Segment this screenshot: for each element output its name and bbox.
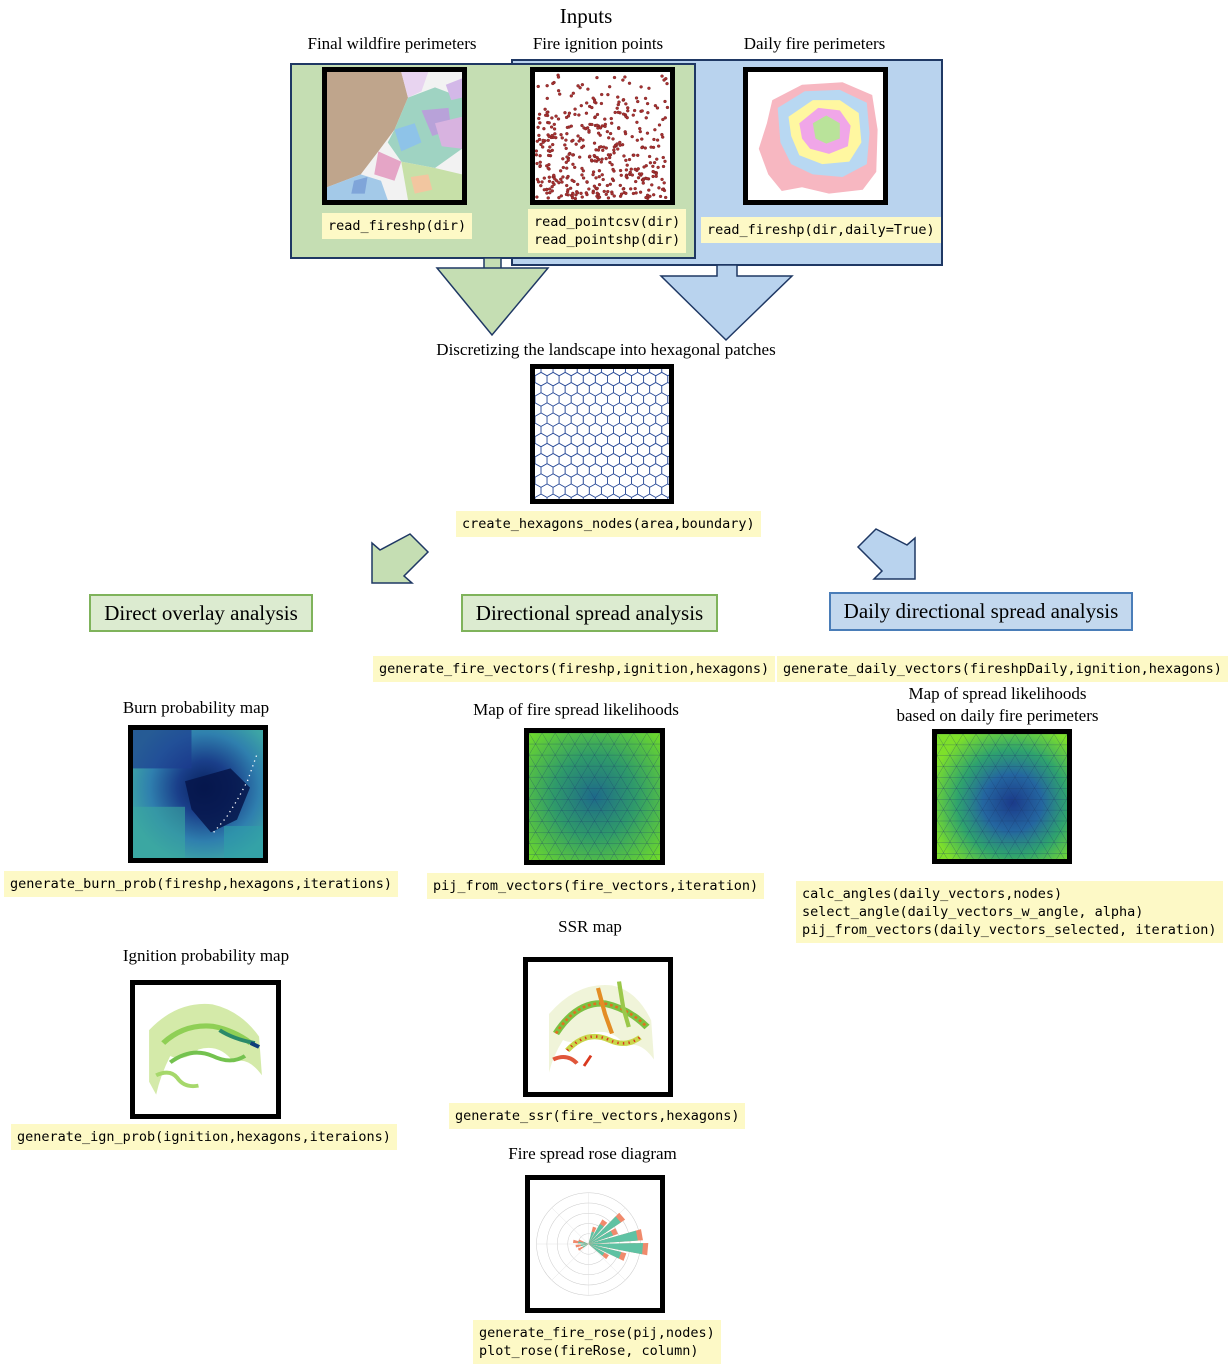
create-hexagons-code: create_hexagons_nodes(area,boundary) <box>456 511 761 537</box>
daily-perimeters-image <box>743 67 888 205</box>
ign-prob-label: Ignition probability map <box>122 946 290 965</box>
read-fireshp-daily-code: read_fireshp(dir,daily=True) <box>701 217 941 243</box>
ssr-map-label: SSR map <box>558 917 622 936</box>
hexagon-grid-image <box>530 364 674 504</box>
daily-angles-code: calc_angles(daily_vectors,nodes) select_… <box>796 881 1223 943</box>
rose-label: Fire spread rose diagram <box>508 1144 677 1163</box>
final-perimeters-label: Final wildfire perimeters <box>307 34 477 53</box>
ssr-code: generate_ssr(fire_vectors,hexagons) <box>449 1103 746 1129</box>
green-diagonal-arrow <box>371 533 430 584</box>
daily-perimeters-label: Daily fire perimeters <box>743 34 886 53</box>
daily-vectors-code: generate_daily_vectors(fireshpDaily,igni… <box>777 656 1228 682</box>
ignition-points-image <box>530 67 675 205</box>
blue-diagonal-arrow <box>856 528 916 580</box>
blue-down-arrow <box>659 264 794 342</box>
fire-vectors-code: generate_fire_vectors(fireshp,ignition,h… <box>373 656 776 682</box>
spread-map-image <box>524 728 665 865</box>
directional-spread-header: Directional spread analysis <box>461 594 718 632</box>
spread-map-label: Map of fire spread likelihoods <box>473 700 679 719</box>
daily-map-label-line2: based on daily fire perimeters <box>896 706 1099 725</box>
read-point-code: read_pointcsv(dir) read_pointshp(dir) <box>528 209 687 253</box>
ssr-map-image <box>523 957 673 1097</box>
ign-prob-code: generate_ign_prob(ignition,hexagons,iter… <box>11 1124 397 1150</box>
ignition-points-label: Fire ignition points <box>532 34 664 53</box>
daily-map-image <box>932 729 1072 864</box>
final-perimeters-image <box>322 67 467 205</box>
direct-overlay-header: Direct overlay analysis <box>89 594 313 632</box>
ign-prob-image <box>130 980 281 1119</box>
daily-map-label-line1: Map of spread likelihoods <box>908 684 1087 703</box>
burn-prob-code: generate_burn_prob(fireshp,hexagons,iter… <box>4 871 399 897</box>
pij-vectors-code: pij_from_vectors(fire_vectors,iteration) <box>427 873 765 899</box>
rose-diagram-image <box>525 1175 665 1313</box>
green-down-arrow <box>435 257 550 337</box>
burn-prob-image <box>128 725 268 863</box>
fire-rose-code: generate_fire_rose(pij,nodes) plot_rose(… <box>473 1320 721 1364</box>
daily-directional-header: Daily directional spread analysis <box>829 592 1133 631</box>
burn-prob-label: Burn probability map <box>122 698 270 717</box>
read-fireshp-code: read_fireshp(dir) <box>322 213 473 239</box>
inputs-title: Inputs <box>559 4 613 28</box>
discretize-label: Discretizing the landscape into hexagona… <box>436 340 776 359</box>
